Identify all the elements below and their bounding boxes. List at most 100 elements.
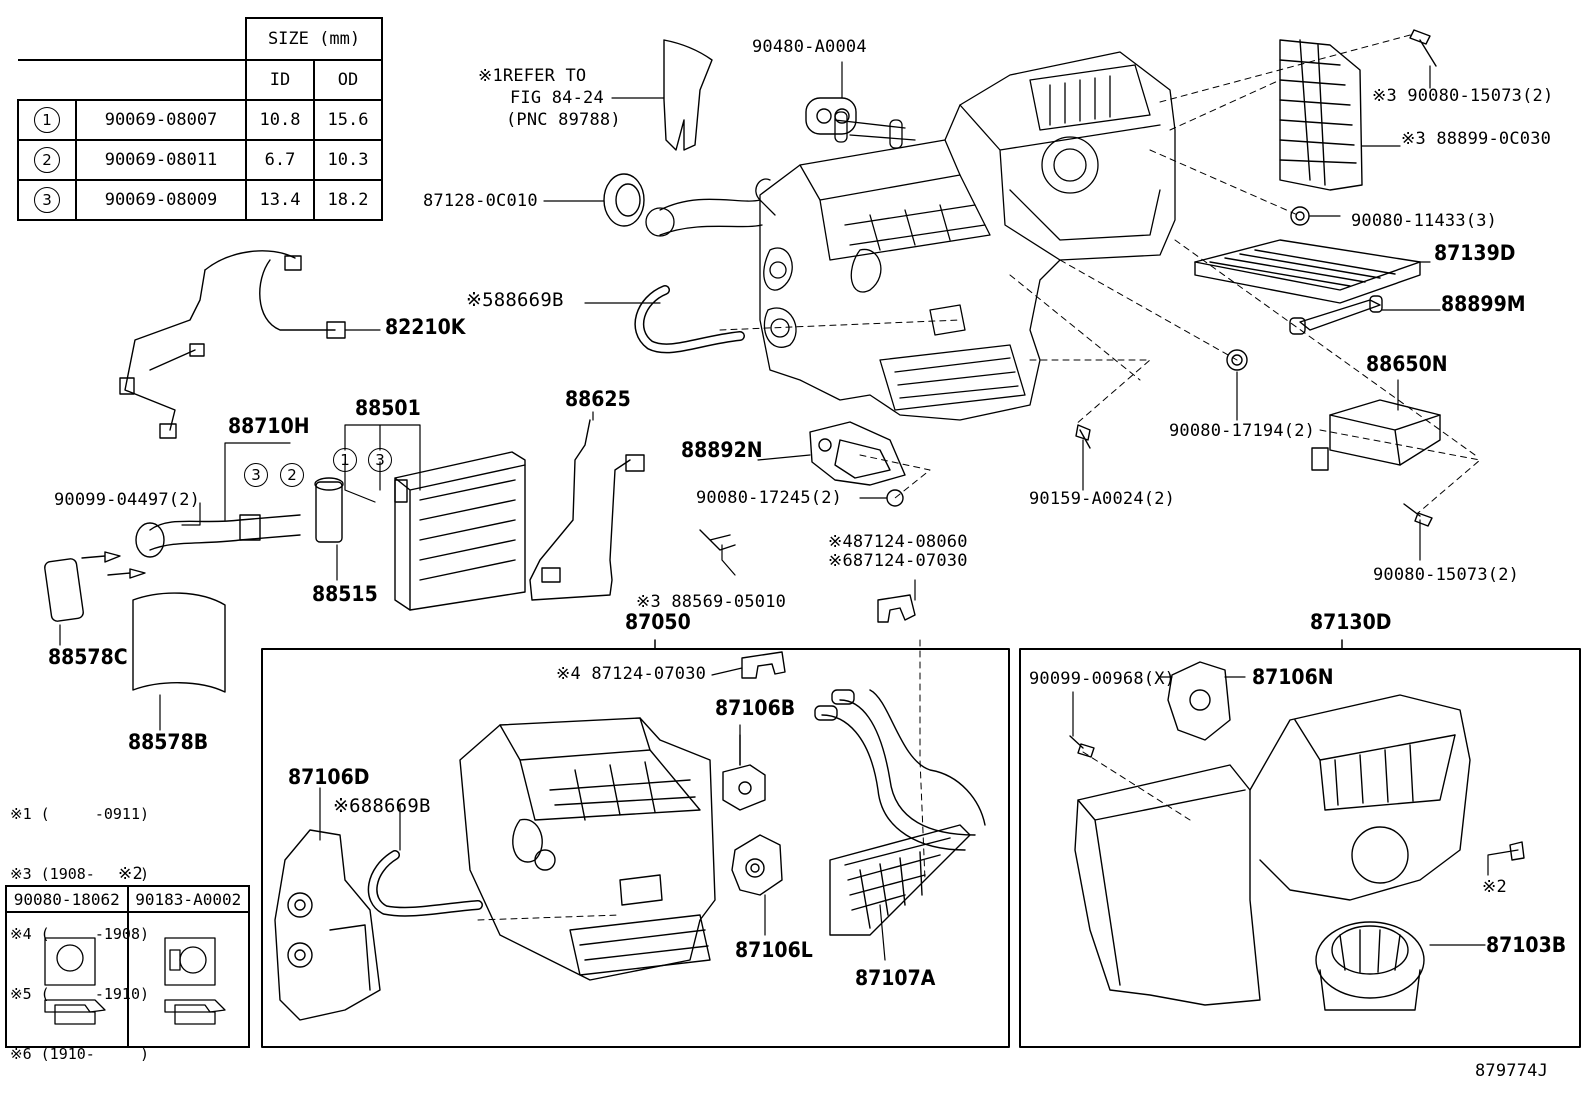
actuator-87106l (731, 834, 783, 896)
label-88669b-bot: ※688669B (333, 795, 431, 817)
filter-handle-88899m (1289, 295, 1383, 335)
label-note-x2: ※2 (1482, 877, 1507, 897)
size-row: 2 90069-08011 6.7 10.3 (17, 139, 383, 181)
label-87128-0c010: 87128-0C010 (423, 191, 538, 211)
sensor-88625 (529, 419, 645, 601)
clip-87124-box (741, 651, 786, 679)
note-line: ※6 (1910- ) (10, 1045, 149, 1063)
box-87130d (1019, 648, 1581, 1048)
valve-88515 (314, 477, 344, 543)
label-87124-08060: ※487124-08060 (828, 532, 968, 552)
label-87106l: 87106L (735, 938, 813, 962)
label-88892n: 88892N (681, 438, 763, 462)
label-87050: 87050 (625, 610, 691, 634)
size-part: 90069-08007 (75, 99, 247, 141)
label-refer-2: FIG 84-24 (510, 88, 604, 108)
label-87107a: 87107A (855, 966, 936, 990)
hose-size-table: SIZE (mm) ID OD 1 90069-08007 10.8 15.6 … (17, 17, 383, 221)
main-hvac-unit (645, 51, 1176, 421)
label-88578c: 88578C (48, 645, 128, 669)
callout-circle: 1 (333, 448, 357, 472)
grommet-90480 (805, 97, 857, 135)
ref-circle: 3 (34, 187, 60, 213)
label-90080-11433: 90080-11433(3) (1351, 211, 1498, 231)
hvac-87050-unit (459, 717, 716, 981)
label-90080-15073-bot: 90080-15073(2) (1373, 565, 1520, 585)
size-od: 15.6 (313, 99, 383, 141)
label-88899m: 88899M (1441, 292, 1526, 316)
label-87106b: 87106B (715, 696, 796, 720)
seal-87128 (603, 173, 645, 227)
clip-table-title: ※2 (118, 864, 143, 884)
size-header: SIZE (mm) (245, 17, 383, 61)
label-90099-04497: 90099-04497(2) (54, 490, 201, 510)
blower-87130d-unit (1074, 694, 1471, 1006)
label-refer-3: (PNC 89788) (506, 110, 621, 130)
callout-circle: 3 (368, 448, 392, 472)
clip-table: 90080-18062 90183-A0002 (5, 885, 250, 1048)
label-90080-17245: 90080-17245(2) (696, 488, 843, 508)
label-90099-00968: 90099-00968(X) (1029, 669, 1176, 689)
callout-circle: 2 (280, 463, 304, 487)
size-col-id: ID (245, 59, 315, 101)
insulator-88578b (132, 592, 226, 693)
label-87106n: 87106N (1252, 665, 1334, 689)
label-90080-17194: 90080-17194(2) (1169, 421, 1316, 441)
label-refer-1: ※1REFER TO (478, 66, 587, 86)
label-88625: 88625 (565, 387, 631, 411)
clip-left-part: 90080-18062 (5, 885, 129, 913)
label-87124-07030-a: ※687124-07030 (828, 551, 968, 571)
blower-motor-87103b (1315, 921, 1425, 1011)
label-87103b: 87103B (1486, 933, 1567, 957)
actuator-87106n (1167, 661, 1231, 741)
label-87106d: 87106D (288, 765, 370, 789)
label-90480-a0004: 90480-A0004 (752, 37, 867, 57)
size-row: 1 90069-08007 10.8 15.6 (17, 99, 383, 141)
module-88650n (1311, 399, 1441, 471)
size-id: 10.8 (245, 99, 315, 141)
fasteners (886, 29, 1437, 758)
label-87124-07030-b: ※4 87124-07030 (556, 664, 707, 684)
actuator-87106d (274, 829, 381, 1021)
size-row: 3 90069-08009 13.4 18.2 (17, 179, 383, 221)
size-part: 90069-08009 (75, 179, 247, 221)
label-87139d: 87139D (1434, 241, 1516, 265)
callout-circle: 3 (244, 463, 268, 487)
clip-x2 (1509, 841, 1525, 861)
note-line: ※3 (1908- ) (10, 865, 149, 883)
label-88578b: 88578B (128, 730, 209, 754)
harness-82210k (119, 250, 346, 439)
dashed-leaders (477, 33, 1481, 921)
label-90159-a0024: 90159-A0024(2) (1029, 489, 1176, 509)
clip-right-part: 90183-A0002 (126, 885, 250, 913)
figure-number: 879774J (1475, 1061, 1549, 1081)
size-id: 6.7 (245, 139, 315, 181)
size-part: 90069-08011 (75, 139, 247, 181)
label-88501: 88501 (355, 396, 421, 420)
actuator-87106b (722, 734, 766, 811)
leader-lines (59, 61, 1519, 961)
label-88710h: 88710H (228, 414, 310, 438)
evaporator-88501 (394, 451, 526, 611)
duct-cover-ref (663, 39, 713, 151)
tube-88710h (135, 514, 301, 558)
box-87050 (261, 648, 1010, 1048)
label-88669b-top: ※588669B (466, 289, 564, 311)
label-90080-15073-top: ※3 90080-15073(2) (1372, 86, 1554, 106)
ref-circle: 2 (34, 147, 60, 173)
label-88650n: 88650N (1366, 352, 1448, 376)
filter-87139d (1194, 239, 1421, 304)
label-88899-0c030: ※3 88899-0C030 (1401, 129, 1552, 149)
filter-cover (1279, 39, 1363, 191)
size-id: 13.4 (245, 179, 315, 221)
clip-87124-top (877, 594, 916, 623)
ref-circle: 1 (34, 107, 60, 133)
pad-88578c (44, 558, 84, 622)
label-88515: 88515 (312, 582, 378, 606)
size-od: 18.2 (313, 179, 383, 221)
clip-88569 (699, 529, 736, 551)
bolts-90099 (81, 551, 146, 579)
label-82210k: 82210K (385, 315, 466, 339)
note-line: ※1 ( -0911) (10, 805, 149, 823)
